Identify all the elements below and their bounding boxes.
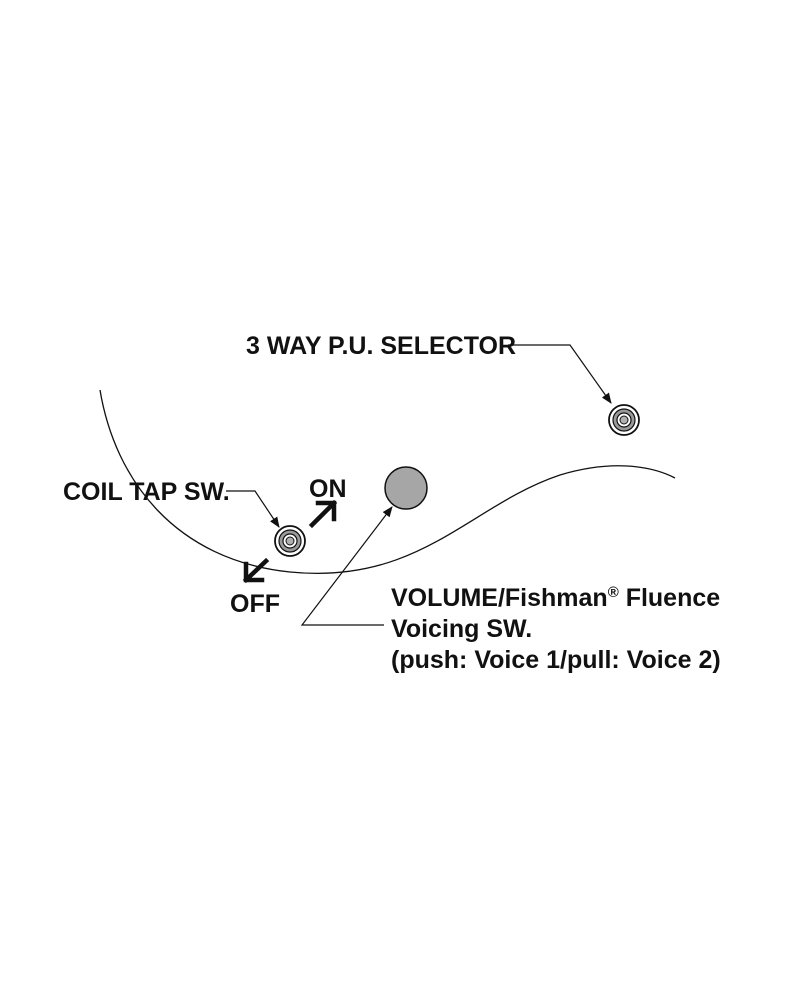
selector-leader-line [508,344,612,404]
off-arrow-icon [242,557,270,584]
selector-label: 3 WAY P.U. SELECTOR [246,332,516,360]
selector-switch-icon[interactable] [608,404,640,436]
volume-label-line1: VOLUME/Fishman® Fluence [391,584,720,612]
on-label: ON [309,475,347,503]
off-label: OFF [230,590,280,618]
coil-tap-leader-line [226,490,280,528]
body-outline-curve [99,389,676,574]
coil-tap-switch-icon[interactable] [274,525,306,557]
volume-label-line3: (push: Voice 1/pull: Voice 2) [391,646,721,674]
on-arrow-icon [308,499,338,529]
volume-label-part-b: Fluence [619,584,721,612]
volume-knob-icon[interactable] [384,466,428,510]
coil-tap-label: COIL TAP SW. [63,478,230,506]
registered-mark: ® [608,584,619,601]
volume-label-part-a: VOLUME/Fishman [391,584,608,612]
volume-leader-line [300,506,393,626]
volume-label-line2: Voicing SW. [391,615,532,643]
